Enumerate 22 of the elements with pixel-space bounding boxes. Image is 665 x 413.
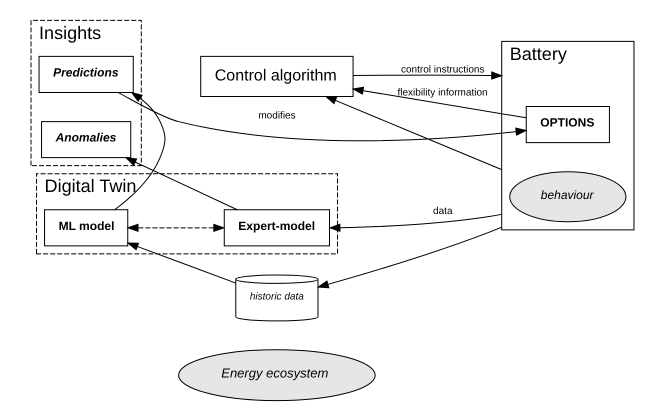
arrow xyxy=(328,214,502,232)
edge-label: data xyxy=(433,206,453,217)
node-box: OPTIONS xyxy=(526,106,610,144)
arrow xyxy=(114,92,166,210)
arrow xyxy=(126,242,236,284)
arrow xyxy=(352,71,504,80)
arrow xyxy=(324,96,502,170)
node-box: ML model xyxy=(44,209,128,246)
node-box: Expert-model xyxy=(224,209,330,246)
node-box: Predictions xyxy=(38,56,134,93)
node-ellipse: behaviour xyxy=(509,171,626,222)
arrow xyxy=(124,157,238,210)
node-ellipse: Energy ecosystem xyxy=(178,349,376,402)
arrow xyxy=(316,226,502,288)
edge-label: modifies xyxy=(258,110,296,122)
edge-label: control instructions xyxy=(400,64,484,76)
arrow xyxy=(126,224,226,232)
node-box: Control algorithm xyxy=(200,56,354,98)
node-box: Anomalies xyxy=(41,121,132,158)
edge-label: flexibility information xyxy=(397,88,488,99)
arrow xyxy=(352,86,527,118)
arrow xyxy=(118,92,528,142)
